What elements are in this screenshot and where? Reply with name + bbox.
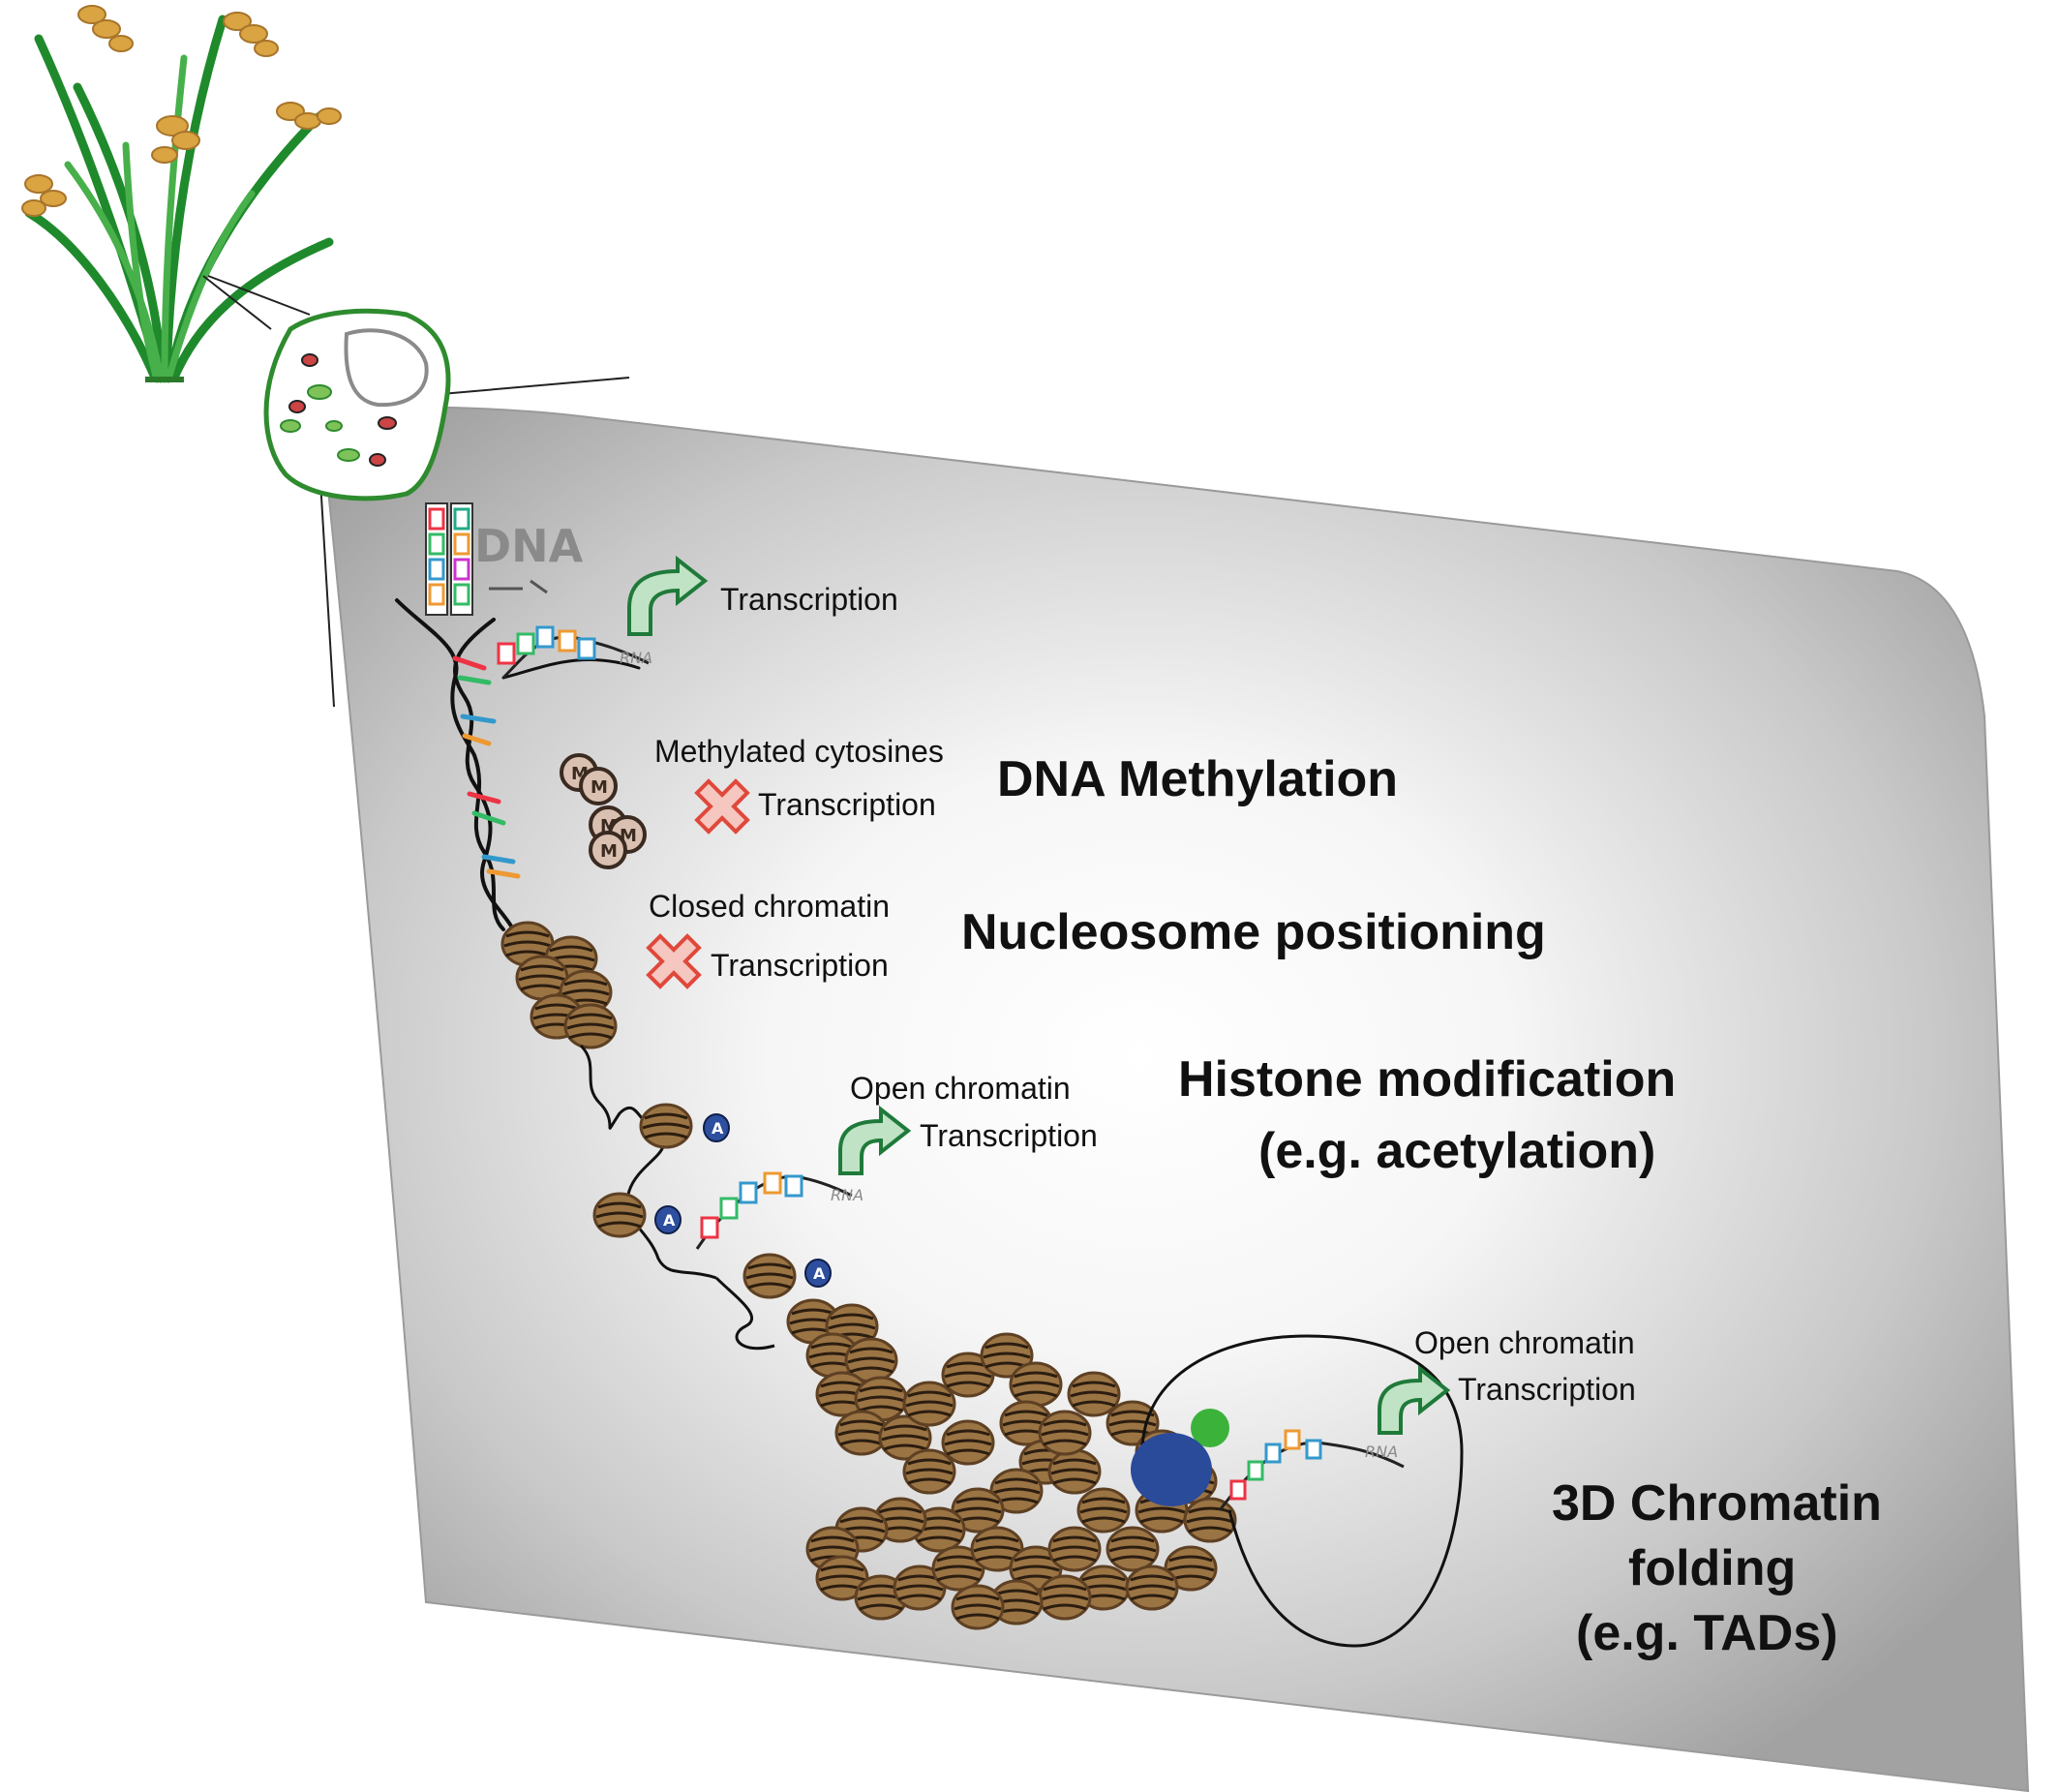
rna-label-3: RNA [1365,1443,1398,1461]
transcription-arrow-bottom [1378,1364,1451,1435]
transcription-label-top: Transcription [720,582,898,617]
protein-blue [1131,1433,1212,1506]
tad-loop: RNA [1131,1334,1464,1648]
heading-nucleosome-positioning: Nucleosome positioning [961,904,1546,960]
blocked-x-icon-2 [646,933,702,989]
transcription-arrow-middle [838,1105,912,1175]
heading-folding: folding [1628,1540,1796,1596]
transcription-arrow-top [627,555,709,636]
heading-tads: (e.g. TADs) [1576,1605,1838,1661]
rna-label: RNA [620,649,652,667]
histone-transcription-label: Transcription [920,1118,1098,1153]
tad-transcription-label: Transcription [1458,1372,1636,1407]
open-chromatin-caption: Open chromatin [850,1071,1071,1106]
rna-strand-top: RNA [497,625,652,680]
nucleosome-transcription-label: Transcription [711,948,889,983]
plant-cell-icon [263,308,451,501]
dna-logo-text: DNA [474,520,584,572]
zoom-lines [202,275,630,708]
rice-plant-icon [21,5,342,383]
heading-histone-example: (e.g. acetylation) [1258,1123,1655,1179]
methylation-transcription-label: Transcription [758,787,936,822]
closed-chromatin-caption: Closed chromatin [649,889,890,924]
dna-logo-icon: DNA [425,502,584,616]
protein-green [1191,1409,1229,1447]
heading-3d-chromatin: 3D Chromatin [1552,1475,1882,1532]
blocked-x-icon [694,778,750,835]
rna-label-2: RNA [831,1186,863,1204]
heading-histone-modification: Histone modification [1178,1051,1676,1108]
open-chromatin [579,1044,832,1351]
open-chromatin-caption-2: Open chromatin [1414,1325,1635,1360]
dna-helix [395,598,641,931]
heading-dna-methylation: DNA Methylation [997,751,1398,807]
methylated-cytosines-caption: Methylated cytosines [654,734,944,769]
rna-strand-middle: RNA [695,1171,863,1250]
background-panel [318,403,2030,1792]
